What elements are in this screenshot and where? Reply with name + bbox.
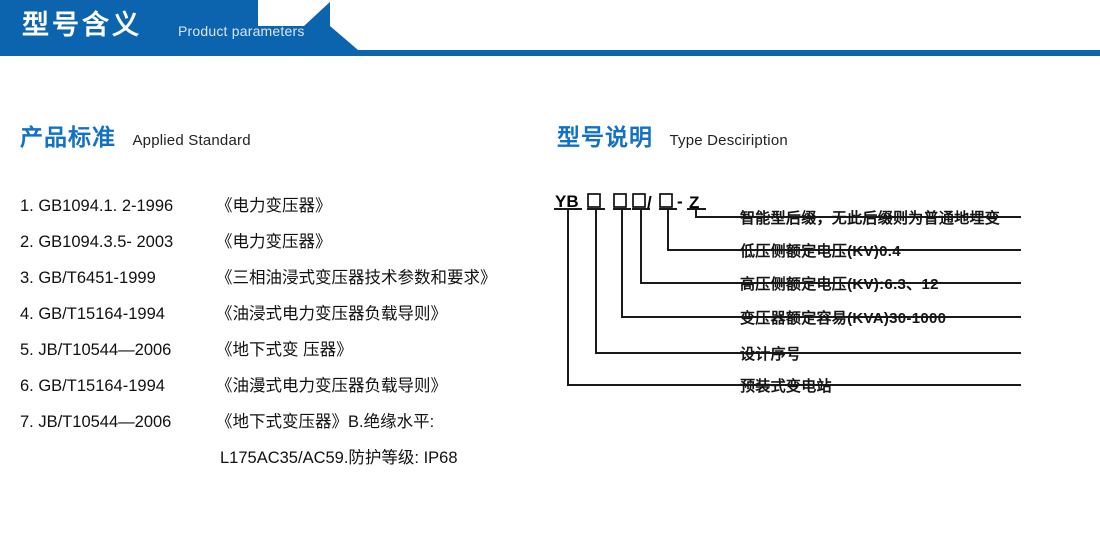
list-item: 3. GB/T6451-1999 《三相油浸式变压器技术参数和要求》 xyxy=(20,264,540,300)
type-label-lv-voltage: 低压侧额定电压(KV)0.4 xyxy=(740,243,901,260)
type-code-glyphs: YB / - Z xyxy=(555,192,699,212)
section-heading-applied-standard: 产品标准 Applied Standard xyxy=(20,118,251,152)
list-item: 4. GB/T15164-1994 《油浸式电力变压器负载导则》 xyxy=(20,300,540,336)
standard-name: 《油漫式电力变压器负载导则》 xyxy=(216,377,447,395)
list-item: 7. JB/T10544—2006 《地下式变压器》B.绝缘水平: xyxy=(20,408,540,444)
type-label-substation: 预装式变电站 xyxy=(740,378,832,395)
standard-code: 5. JB/T10544—2006 xyxy=(20,341,172,359)
section-heading-cn: 型号说明 xyxy=(557,124,653,150)
list-item: 5. JB/T10544—2006 《地下式变 压器》 xyxy=(20,336,540,372)
standard-name: 《油浸式电力变压器负载导则》 xyxy=(216,305,447,323)
section-heading-cn: 产品标准 xyxy=(20,124,116,150)
type-label-hv-voltage: 高压侧额定电压(KV):6.3、12 xyxy=(740,276,939,293)
type-code-string: YB / - Z xyxy=(555,192,725,223)
svg-text:YB: YB xyxy=(555,192,579,211)
banner-shape xyxy=(0,0,1100,56)
standard-name: 《电力变压器》 xyxy=(216,233,332,251)
standard-name: 《电力变压器》 xyxy=(216,197,332,215)
type-label-design-number: 设计序号 xyxy=(740,346,802,363)
banner-title: 型号含义 xyxy=(22,10,142,40)
standard-code: 3. GB/T6451-1999 xyxy=(20,269,156,287)
svg-text:/: / xyxy=(647,193,652,212)
type-label-suffix: 智能型后缀，无此后缀则为普通地埋变 xyxy=(740,210,1001,227)
section-heading-type-description: 型号说明 Type Desciription xyxy=(557,118,788,152)
type-designation-diagram: 智能型后缀，无此后缀则为普通地埋变 低压侧额定电压(KV)0.4 高压侧额定电压… xyxy=(545,185,1100,430)
standards-list: 1. GB1094.1. 2-1996 《电力变压器》 2. GB1094.3.… xyxy=(20,192,540,480)
list-item: 1. GB1094.1. 2-1996 《电力变压器》 xyxy=(20,192,540,228)
type-label-capacity: 变压器额定容易(KVA)30-1000 xyxy=(740,310,947,327)
standard-code: 2. GB1094.3.5- 2003 xyxy=(20,233,174,251)
standard-code: 7. JB/T10544—2006 xyxy=(20,413,172,431)
standard-continuation-line: L175AC35/AC59.防护等级: IP68 xyxy=(220,449,458,467)
svg-text:-: - xyxy=(677,192,683,211)
type-leader-lines xyxy=(554,208,1021,386)
standard-name: 《地下式变 压器》 xyxy=(216,341,353,359)
list-item: 2. GB1094.3.5- 2003 《电力变压器》 xyxy=(20,228,540,264)
standard-code: 4. GB/T15164-1994 xyxy=(20,305,165,323)
section-heading-en: Type Desciription xyxy=(669,132,788,149)
page-banner: 型号含义 Product parameters xyxy=(0,0,1100,56)
standard-code: 1. GB1094.1. 2-1996 xyxy=(20,197,174,215)
list-item: 6. GB/T15164-1994 《油漫式电力变压器负载导则》 xyxy=(20,372,540,408)
section-heading-en: Applied Standard xyxy=(132,132,251,149)
standard-name: 《地下式变压器》B.绝缘水平: xyxy=(216,413,435,431)
svg-text:Z: Z xyxy=(689,193,699,212)
standard-code: 6. GB/T15164-1994 xyxy=(20,377,165,395)
banner-subtitle: Product parameters xyxy=(178,23,305,39)
standard-name: 《三相油浸式变压器技术参数和要求》 xyxy=(216,269,497,287)
